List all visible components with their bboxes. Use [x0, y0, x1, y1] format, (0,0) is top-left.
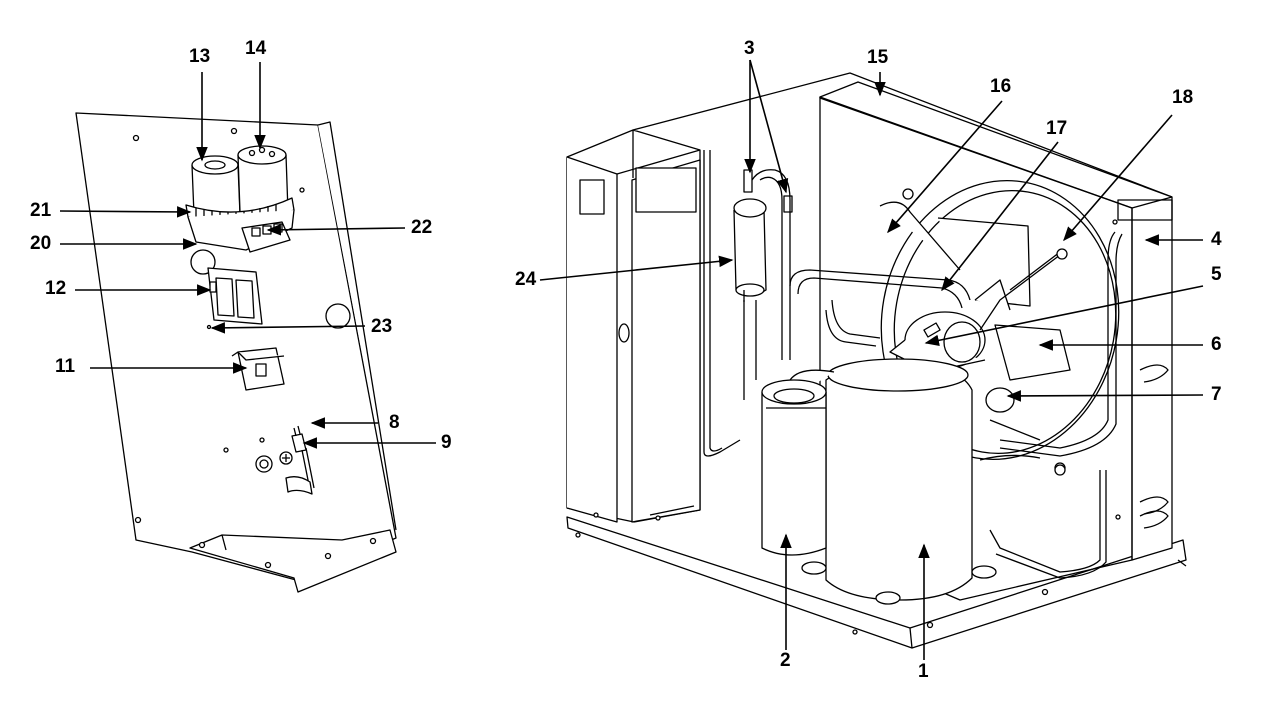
callout-24: 24: [515, 269, 537, 290]
callout-21: 21: [30, 200, 52, 221]
callout-11: 11: [55, 356, 76, 377]
callout-16: 16: [990, 76, 1012, 97]
callout-14: 14: [245, 38, 267, 59]
condensing-unit: [566, 72, 1187, 649]
leader-lines: [59, 59, 1204, 660]
electrical-panel: [75, 112, 397, 593]
callout-13: 13: [189, 46, 211, 67]
callout-7: 7: [1211, 384, 1222, 405]
callout-22: 22: [411, 217, 433, 238]
callout-12: 12: [45, 278, 67, 299]
callout-2: 2: [780, 650, 791, 671]
callout-3: 3: [744, 38, 755, 59]
callout-17: 17: [1046, 118, 1068, 139]
callout-5: 5: [1211, 264, 1222, 285]
callout-18: 18: [1172, 87, 1194, 108]
callout-23: 23: [371, 316, 393, 337]
callout-6: 6: [1211, 334, 1222, 355]
callout-20: 20: [30, 233, 52, 254]
callout-8: 8: [389, 412, 400, 433]
callout-4: 4: [1211, 229, 1222, 250]
callout-9: 9: [441, 432, 452, 453]
callout-1: 1: [918, 661, 929, 682]
callout-15: 15: [867, 47, 889, 68]
